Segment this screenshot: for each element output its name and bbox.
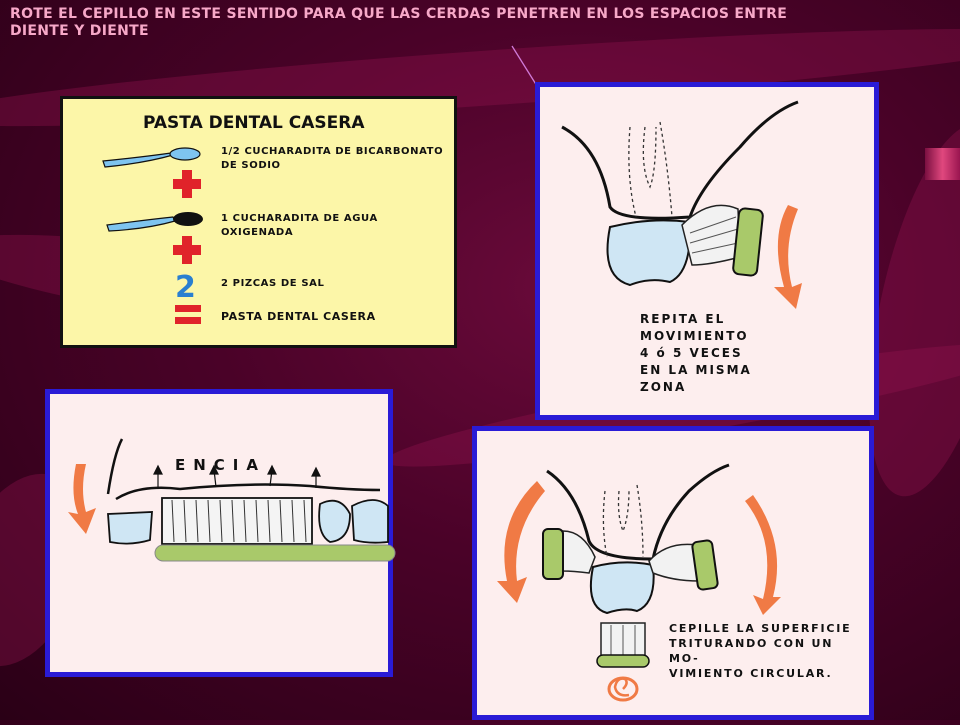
pinch-count: 2 bbox=[175, 270, 196, 305]
ingredient-2: 1 CUCHARADITA DE AGUA OXIGENADA bbox=[221, 213, 378, 238]
gum-brush-panel: ENCIA bbox=[45, 389, 396, 677]
circular-motion-icon bbox=[607, 676, 639, 702]
plus-icon bbox=[173, 170, 201, 198]
plus-icon bbox=[173, 236, 201, 264]
half-spoon-icon bbox=[102, 147, 201, 168]
rotate-brush-illustration bbox=[561, 100, 802, 309]
chewing-surface-illustration bbox=[497, 463, 781, 702]
chewing-caption: CEPILLE LA SUPERFICIE TRITURANDO CON UN … bbox=[669, 622, 852, 680]
equals-icon bbox=[175, 305, 201, 324]
recipe-result: PASTA DENTAL CASERA bbox=[221, 310, 376, 323]
gum-label: ENCIA bbox=[175, 456, 266, 474]
ingredient-1: 1/2 CUCHARADITA DE BICARBONATO DE SODIO bbox=[221, 146, 444, 171]
slide-title: ROTE EL CEPILLO EN ESTE SENTIDO PARA QUE… bbox=[10, 6, 788, 39]
recipe-title: PASTA DENTAL CASERA bbox=[143, 113, 365, 133]
rotate-brush-panel: REPITA EL MOVIMIENTO 4 ó 5 VECES EN LA M… bbox=[535, 82, 879, 420]
chewing-surface-panel: CEPILLE LA SUPERFICIE TRITURANDO CON UN … bbox=[472, 426, 874, 720]
ingredient-3: 2 PIZCAS DE SAL bbox=[221, 278, 325, 289]
full-spoon-icon bbox=[106, 212, 203, 232]
recipe-illustrations: 2 bbox=[102, 147, 203, 324]
repeat-caption: REPITA EL MOVIMIENTO 4 ó 5 VECES EN LA M… bbox=[640, 312, 752, 394]
side-tab bbox=[925, 148, 960, 180]
recipe-panel: PASTA DENTAL CASERA 2 1/2 CUCHARA bbox=[60, 96, 457, 348]
gum-brush-illustration bbox=[68, 438, 396, 562]
